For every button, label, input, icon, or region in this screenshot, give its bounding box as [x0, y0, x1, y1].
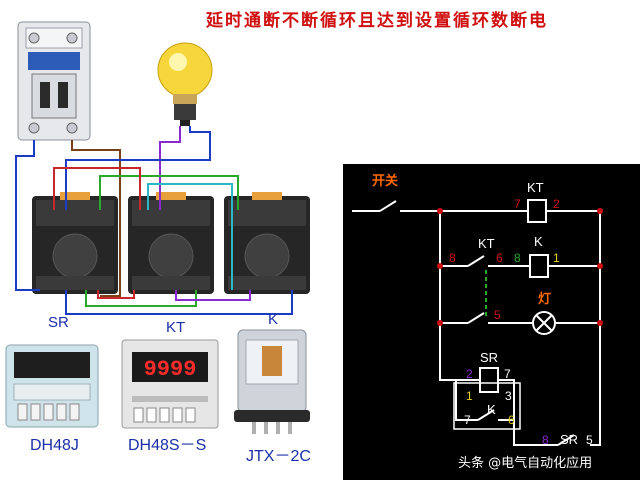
k-device-model: JTX－2C: [246, 448, 311, 465]
k-contact-pin-3: 3: [505, 389, 512, 403]
light-bulb-icon: [157, 42, 213, 126]
kt-coil-right-pin: 2: [553, 197, 560, 211]
watermark: 头条 @电气自动化应用: [458, 456, 593, 471]
sr-device-abbr: SR: [48, 314, 69, 331]
sr-contact-left-pin: 8: [542, 433, 549, 447]
relay-socket-icon: [128, 192, 214, 294]
kt-contact-label: KT: [478, 236, 495, 251]
diagram-title: 延时通断不断循环且达到设置循环数断电: [206, 11, 548, 31]
switch-label: 开关: [372, 173, 398, 188]
k-contact-label: K: [487, 402, 496, 417]
sr-contact-right-pin: 5: [586, 433, 593, 447]
circuit-breaker-icon: [17, 21, 91, 141]
sr-device-model: DH48J: [30, 437, 79, 454]
k-coil-right-pin: 1: [553, 251, 560, 265]
k-device-abbr: K: [268, 311, 278, 328]
sr-coil-label: SR: [480, 350, 498, 365]
kt-coil-label: KT: [527, 180, 544, 195]
kt-display: 9999: [144, 357, 197, 382]
kt-contact-right-pin: 6: [496, 251, 503, 265]
wiring: [15, 126, 293, 315]
kt-contact-left-pin: 8: [449, 251, 456, 265]
kt-device-abbr: KT: [166, 319, 185, 336]
kt-coil-left-pin: 7: [514, 197, 521, 211]
sr-coil-right-pin: 7: [504, 367, 511, 381]
sr-coil-left-pin: 2: [466, 367, 473, 381]
sr-counter-device: [5, 344, 99, 428]
kt-device-model: DH48S－S: [128, 437, 206, 454]
kt-timer-device: 9999: [121, 339, 219, 429]
relay-socket-icon: [32, 192, 118, 294]
k-contact-pin-6: 6: [508, 413, 515, 427]
k-contact-pin-1: 1: [466, 389, 473, 403]
relay-socket-icon: [224, 192, 310, 294]
k-contact-pin-7: 7: [464, 413, 471, 427]
sr-contact-label: SR: [560, 432, 578, 447]
lamp-pin: 5: [494, 308, 501, 322]
k-relay-device: [234, 329, 310, 434]
lamp-label: 灯: [538, 291, 551, 306]
k-coil-label: K: [534, 234, 543, 249]
k-coil-left-pin: 8: [514, 251, 521, 265]
